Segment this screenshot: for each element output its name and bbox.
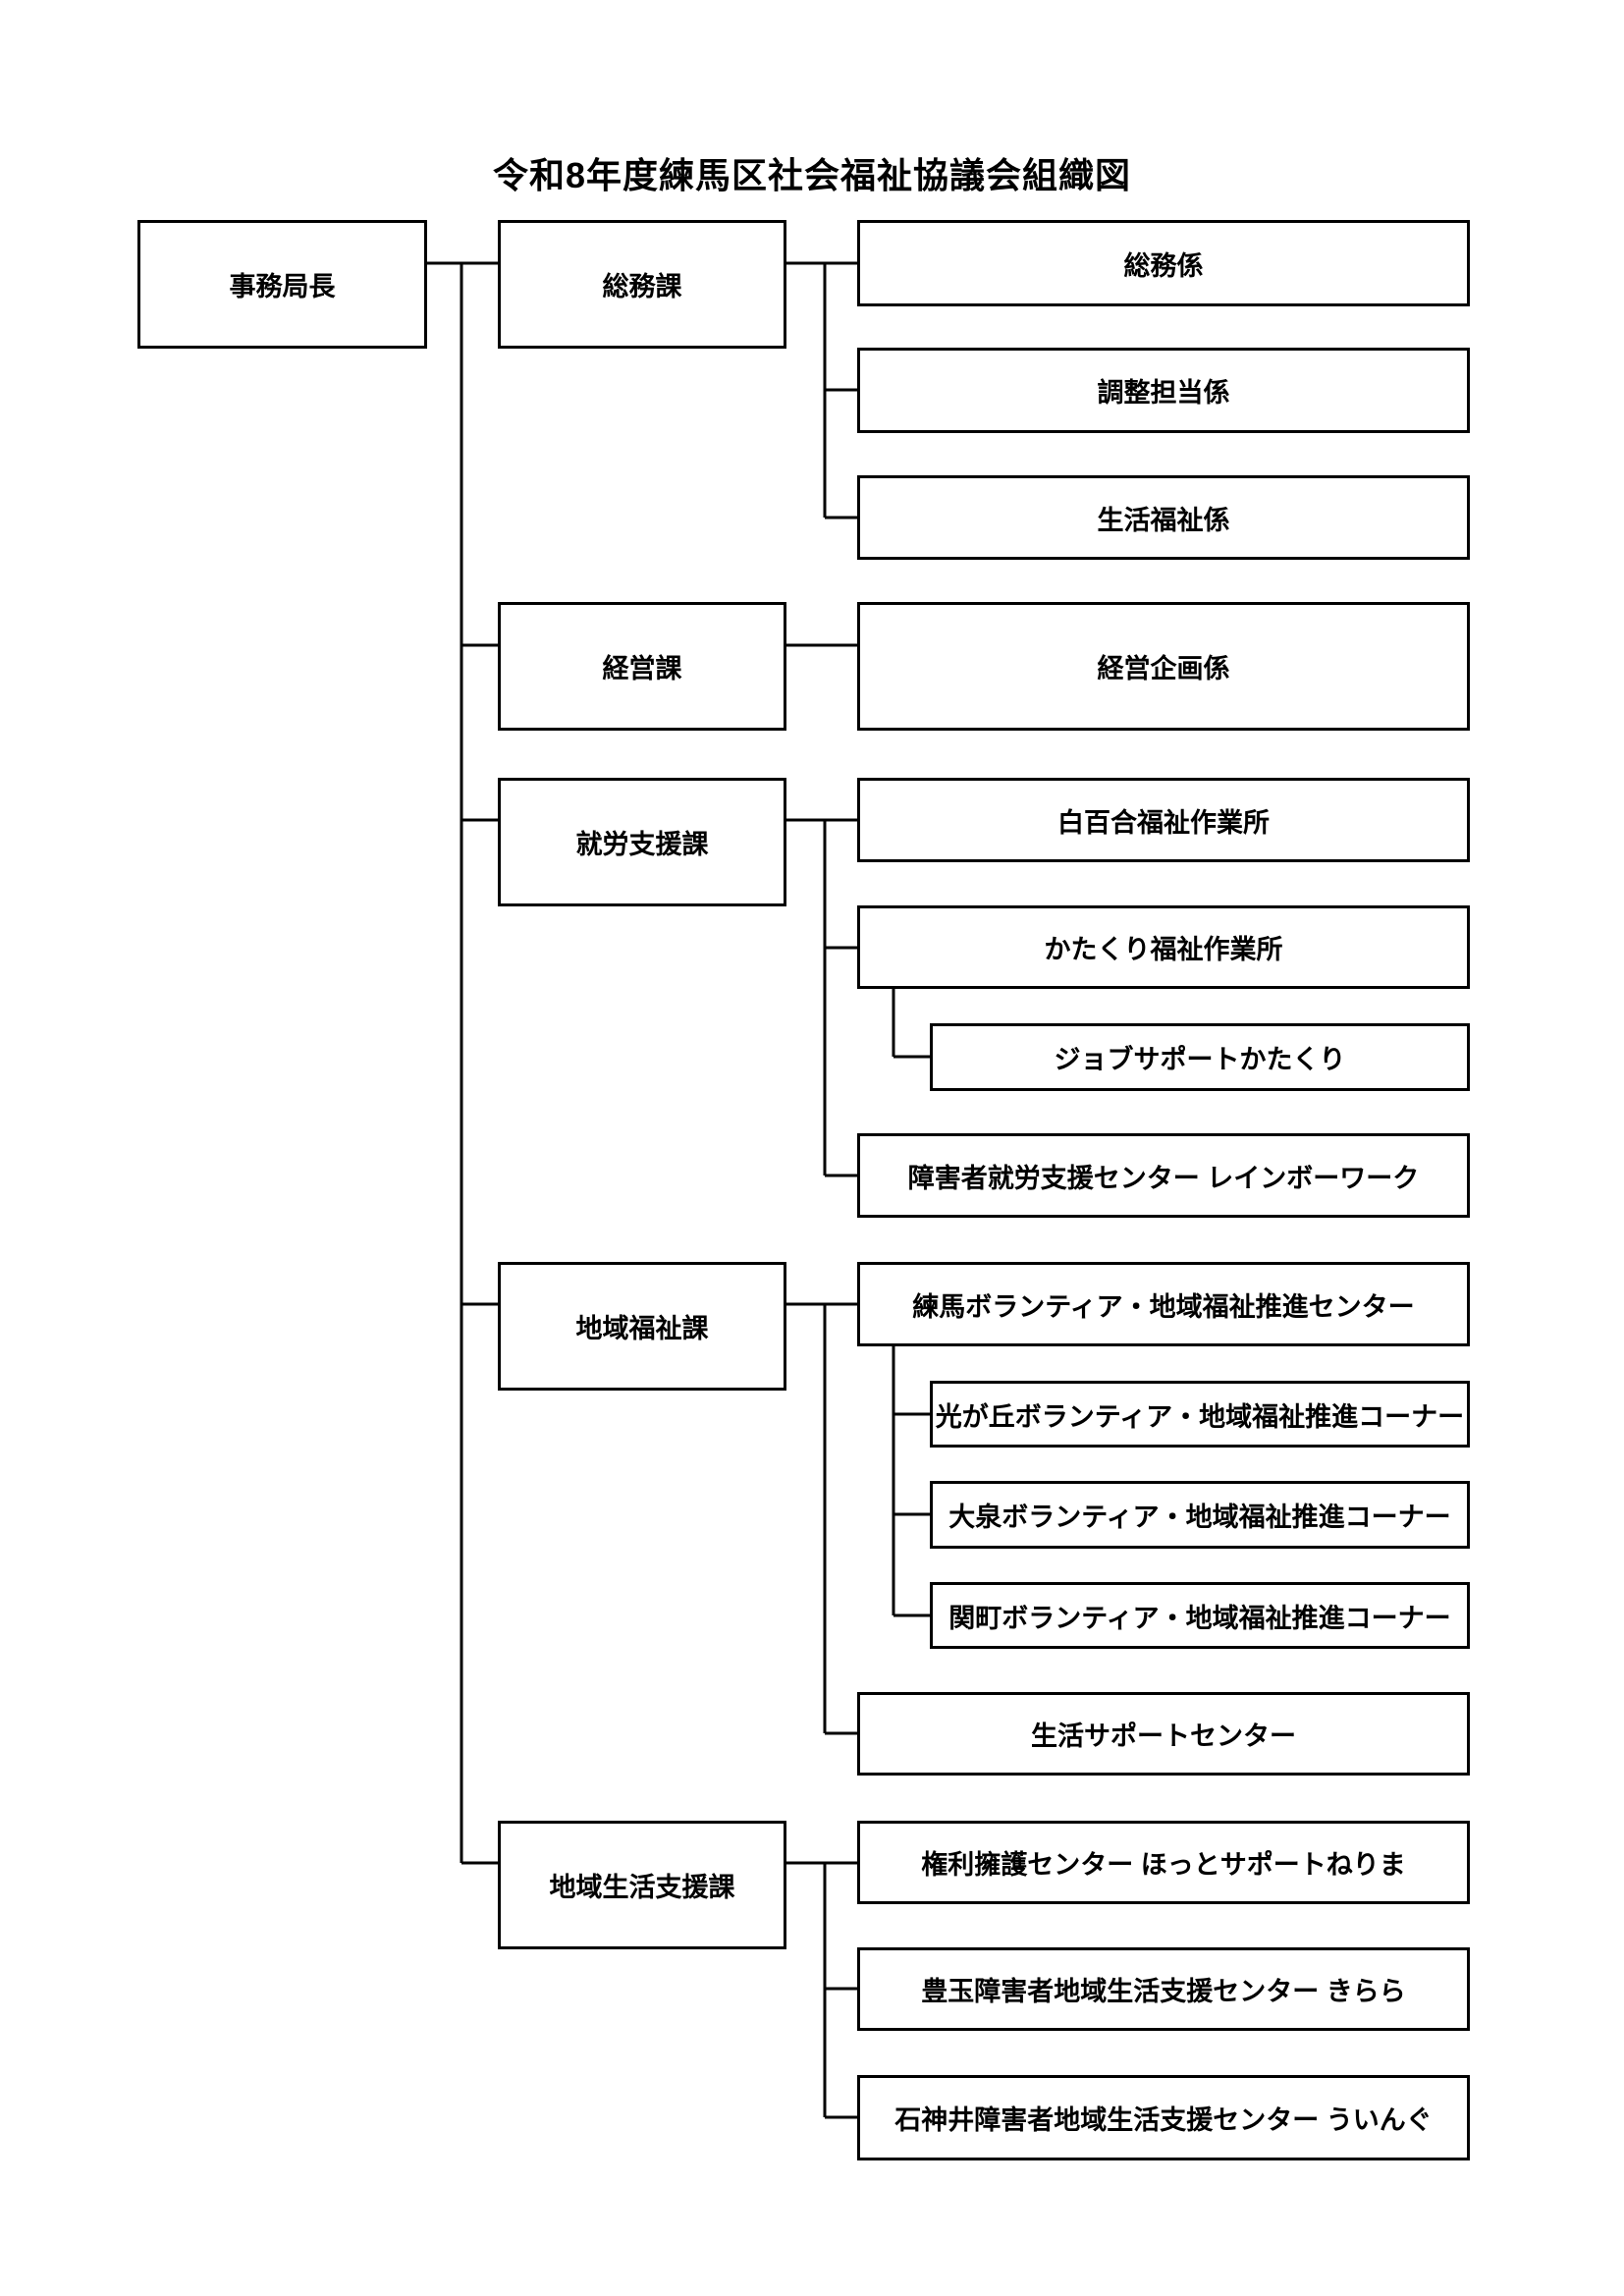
box-katakuri-welfare-workshop: かたくり福祉作業所 [857, 905, 1470, 989]
box-hikarigaoka-volunteer-corner: 光が丘ボランティア・地域福祉推進コーナー [930, 1381, 1470, 1448]
box-community-welfare-division: 地域福祉課 [498, 1262, 786, 1391]
box-nerima-volunteer-center: 練馬ボランティア・地域福祉推進センター [857, 1262, 1470, 1346]
box-management-planning-section: 経営企画係 [857, 602, 1470, 731]
box-rights-advocacy-center-hot-support-nerima: 権利擁護センター ほっとサポートねりま [857, 1821, 1470, 1904]
box-management-division: 経営課 [498, 602, 786, 731]
box-toyotama-life-support-center-kirara: 豊玉障害者地域生活支援センター きらら [857, 1947, 1470, 2031]
box-community-life-support-division: 地域生活支援課 [498, 1821, 786, 1949]
box-coordination-section: 調整担当係 [857, 348, 1470, 433]
box-job-support-katakuri: ジョブサポートかたくり [930, 1023, 1470, 1091]
box-employment-support-division: 就労支援課 [498, 778, 786, 906]
box-rainbow-work-employment-center: 障害者就労支援センター レインボーワーク [857, 1133, 1470, 1218]
box-oizumi-volunteer-corner: 大泉ボランティア・地域福祉推進コーナー [930, 1481, 1470, 1549]
box-general-affairs-division: 総務課 [498, 220, 786, 349]
box-life-welfare-section: 生活福祉係 [857, 475, 1470, 560]
page-title: 令和8年度練馬区社会福祉協議会組織図 [492, 155, 1132, 195]
box-shirayuri-welfare-workshop: 白百合福祉作業所 [857, 778, 1470, 862]
box-life-support-center: 生活サポートセンター [857, 1692, 1470, 1776]
box-sekimachi-volunteer-corner: 関町ボランティア・地域福祉推進コーナー [930, 1582, 1470, 1649]
box-shakujii-life-support-center-wing: 石神井障害者地域生活支援センター ういんぐ [857, 2075, 1470, 2160]
box-general-affairs-section: 総務係 [857, 220, 1470, 306]
box-secretary-general: 事務局長 [137, 220, 427, 349]
